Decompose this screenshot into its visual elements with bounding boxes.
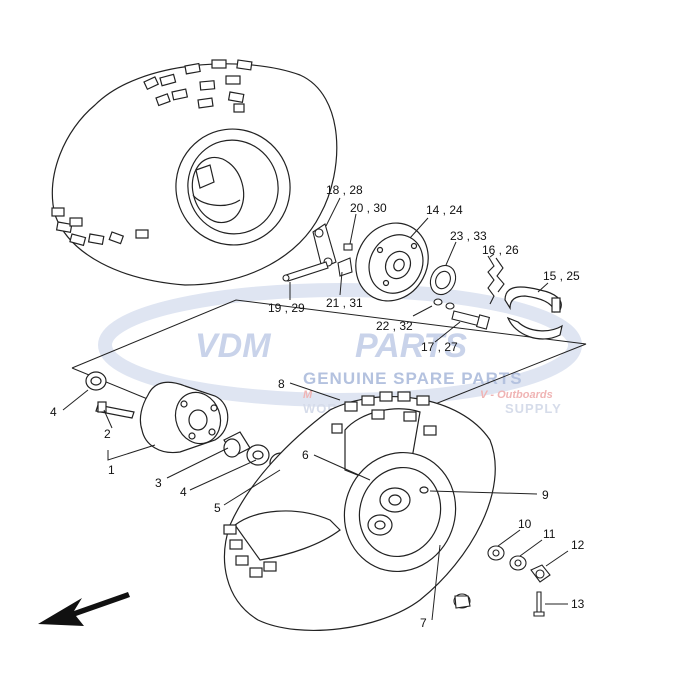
brake-drum-cover (355, 222, 429, 302)
watermark-sub-left: M (303, 389, 313, 401)
watermark-sub-right: V - Outboards (480, 389, 553, 401)
callout-10: 10 (518, 517, 532, 531)
callout-17-27: 17 , 27 (421, 340, 458, 354)
direction-arrow-icon (38, 592, 130, 626)
brake-lever-group (282, 223, 353, 282)
callout-4-hub: 4 (50, 405, 57, 419)
callout-5: 5 (214, 501, 221, 515)
callout-4-spacer: 4 (180, 485, 187, 499)
callout-18-28: 18 , 28 (326, 183, 363, 197)
main-wheel (223, 391, 496, 632)
spacer-bearing-seal (223, 431, 293, 474)
callout-2: 2 (104, 427, 111, 441)
small-parts (453, 545, 551, 617)
callout-20-30: 20 , 30 (350, 201, 387, 215)
brake-springs (487, 255, 505, 305)
callout-21-31: 21 , 31 (326, 296, 363, 310)
watermark-brand-right: PARTS (355, 327, 467, 365)
brake-shoes (504, 286, 563, 340)
callout-13: 13 (571, 597, 585, 611)
callout-14-24: 14 , 24 (426, 203, 463, 217)
callout-19-29: 19 , 29 (268, 301, 305, 315)
callout-8: 8 (278, 377, 285, 391)
callout-7: 7 (420, 616, 427, 630)
callout-12: 12 (571, 538, 585, 552)
hub-assembly (85, 371, 229, 454)
top-tire (51, 59, 338, 286)
adjuster-bolt (451, 310, 491, 330)
assembly-outline (71, 299, 587, 411)
callout-1: 1 (108, 463, 115, 477)
watermark-tagline: GENUINE SPARE PARTS (303, 369, 523, 388)
watermark-footer-right: SUPPLY (505, 401, 562, 416)
callout-16-26: 16 , 26 (482, 243, 519, 257)
callout-labels: 18 , 28 20 , 30 14 , 24 23 , 33 16 , 26 … (50, 183, 585, 630)
seal-and-washers (429, 264, 457, 310)
watermark-brand-left: VDM (195, 327, 271, 365)
callout-22-32: 22 , 32 (376, 319, 413, 333)
callout-11: 11 (543, 527, 556, 541)
callout-6: 6 (302, 448, 309, 462)
callout-3: 3 (155, 476, 162, 490)
callout-9: 9 (542, 488, 549, 502)
leader-lines (62, 197, 569, 621)
callout-23-33: 23 , 33 (450, 229, 487, 243)
callout-15-25: 15 , 25 (543, 269, 580, 283)
